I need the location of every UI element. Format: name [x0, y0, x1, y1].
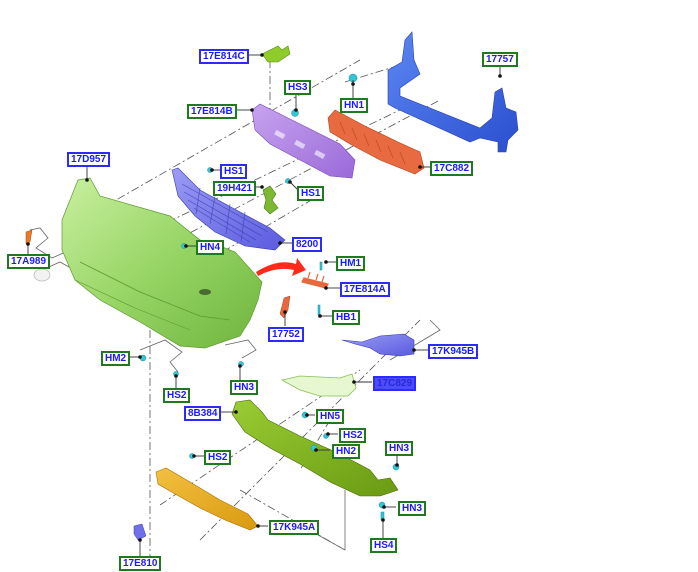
label-HM2[interactable]: HM2 — [101, 351, 131, 366]
label-HS2-c[interactable]: HS2 — [204, 450, 232, 465]
label-8B384[interactable]: 8B384 — [184, 406, 222, 421]
label-17E814B[interactable]: 17E814B — [187, 104, 237, 119]
fastener-HB1-icon — [317, 304, 321, 316]
label-17D957[interactable]: 17D957 — [67, 152, 111, 167]
label-17757[interactable]: 17757 — [482, 52, 518, 67]
label-HN3-a[interactable]: HN3 — [230, 380, 259, 395]
label-HB1[interactable]: HB1 — [332, 310, 361, 325]
label-8200[interactable]: 8200 — [292, 237, 323, 252]
part-17K945B-deflector[interactable] — [341, 333, 415, 357]
part-17K945A-deflector[interactable] — [155, 467, 259, 531]
arrow-indicator — [256, 258, 306, 276]
label-17752[interactable]: 17752 — [268, 327, 304, 342]
label-17C882[interactable]: 17C882 — [430, 161, 474, 176]
label-17K945A[interactable]: 17K945A — [269, 520, 320, 535]
label-HN2[interactable]: HN2 — [332, 444, 361, 459]
label-HN5[interactable]: HN5 — [316, 409, 345, 424]
label-HS1-b[interactable]: HS1 — [297, 186, 325, 201]
label-17E814A[interactable]: 17E814A — [340, 282, 390, 297]
part-17A989-clip[interactable] — [25, 229, 33, 245]
fastener-icons — [139, 73, 400, 521]
label-17K945B[interactable]: 17K945B — [428, 344, 479, 359]
label-HS1-a[interactable]: HS1 — [220, 164, 248, 179]
part-17757-reinforcement-beam[interactable] — [387, 31, 519, 153]
part-17E814B-upper-support[interactable] — [251, 103, 356, 179]
label-HS2-b[interactable]: HS2 — [339, 428, 367, 443]
label-HN3-c[interactable]: HN3 — [398, 501, 427, 516]
label-19H421[interactable]: 19H421 — [213, 181, 257, 196]
label-HS4[interactable]: HS4 — [370, 538, 398, 553]
part-8200-grille[interactable] — [171, 167, 286, 251]
fog-lamp-cover — [33, 268, 51, 282]
label-17E814C[interactable]: 17E814C — [199, 49, 249, 64]
label-HN4[interactable]: HN4 — [196, 240, 225, 255]
label-HN3-b[interactable]: HN3 — [385, 441, 414, 456]
label-HN1[interactable]: HN1 — [340, 98, 369, 113]
part-19H421-bracket[interactable] — [262, 185, 279, 215]
label-HS3[interactable]: HS3 — [284, 80, 312, 95]
fastener-HM1-icon — [319, 261, 323, 271]
label-17E810[interactable]: 17E810 — [119, 556, 162, 571]
part-17D957-bumper-cover[interactable] — [61, 177, 263, 349]
label-17A989[interactable]: 17A989 — [7, 254, 51, 269]
part-17E814C-bracket[interactable] — [261, 45, 291, 63]
part-17752-strip[interactable] — [279, 295, 291, 319]
part-17E810-clip[interactable] — [133, 523, 147, 541]
part-17C829-trim[interactable] — [280, 373, 357, 397]
label-HS2-a[interactable]: HS2 — [163, 388, 191, 403]
part-17E814A-bracket[interactable] — [301, 271, 329, 289]
label-HM1[interactable]: HM1 — [336, 256, 366, 271]
leader-dots — [26, 53, 502, 542]
part-17C882-absorber[interactable] — [327, 109, 425, 175]
label-17C829-selected[interactable]: 17C829 — [373, 376, 417, 391]
